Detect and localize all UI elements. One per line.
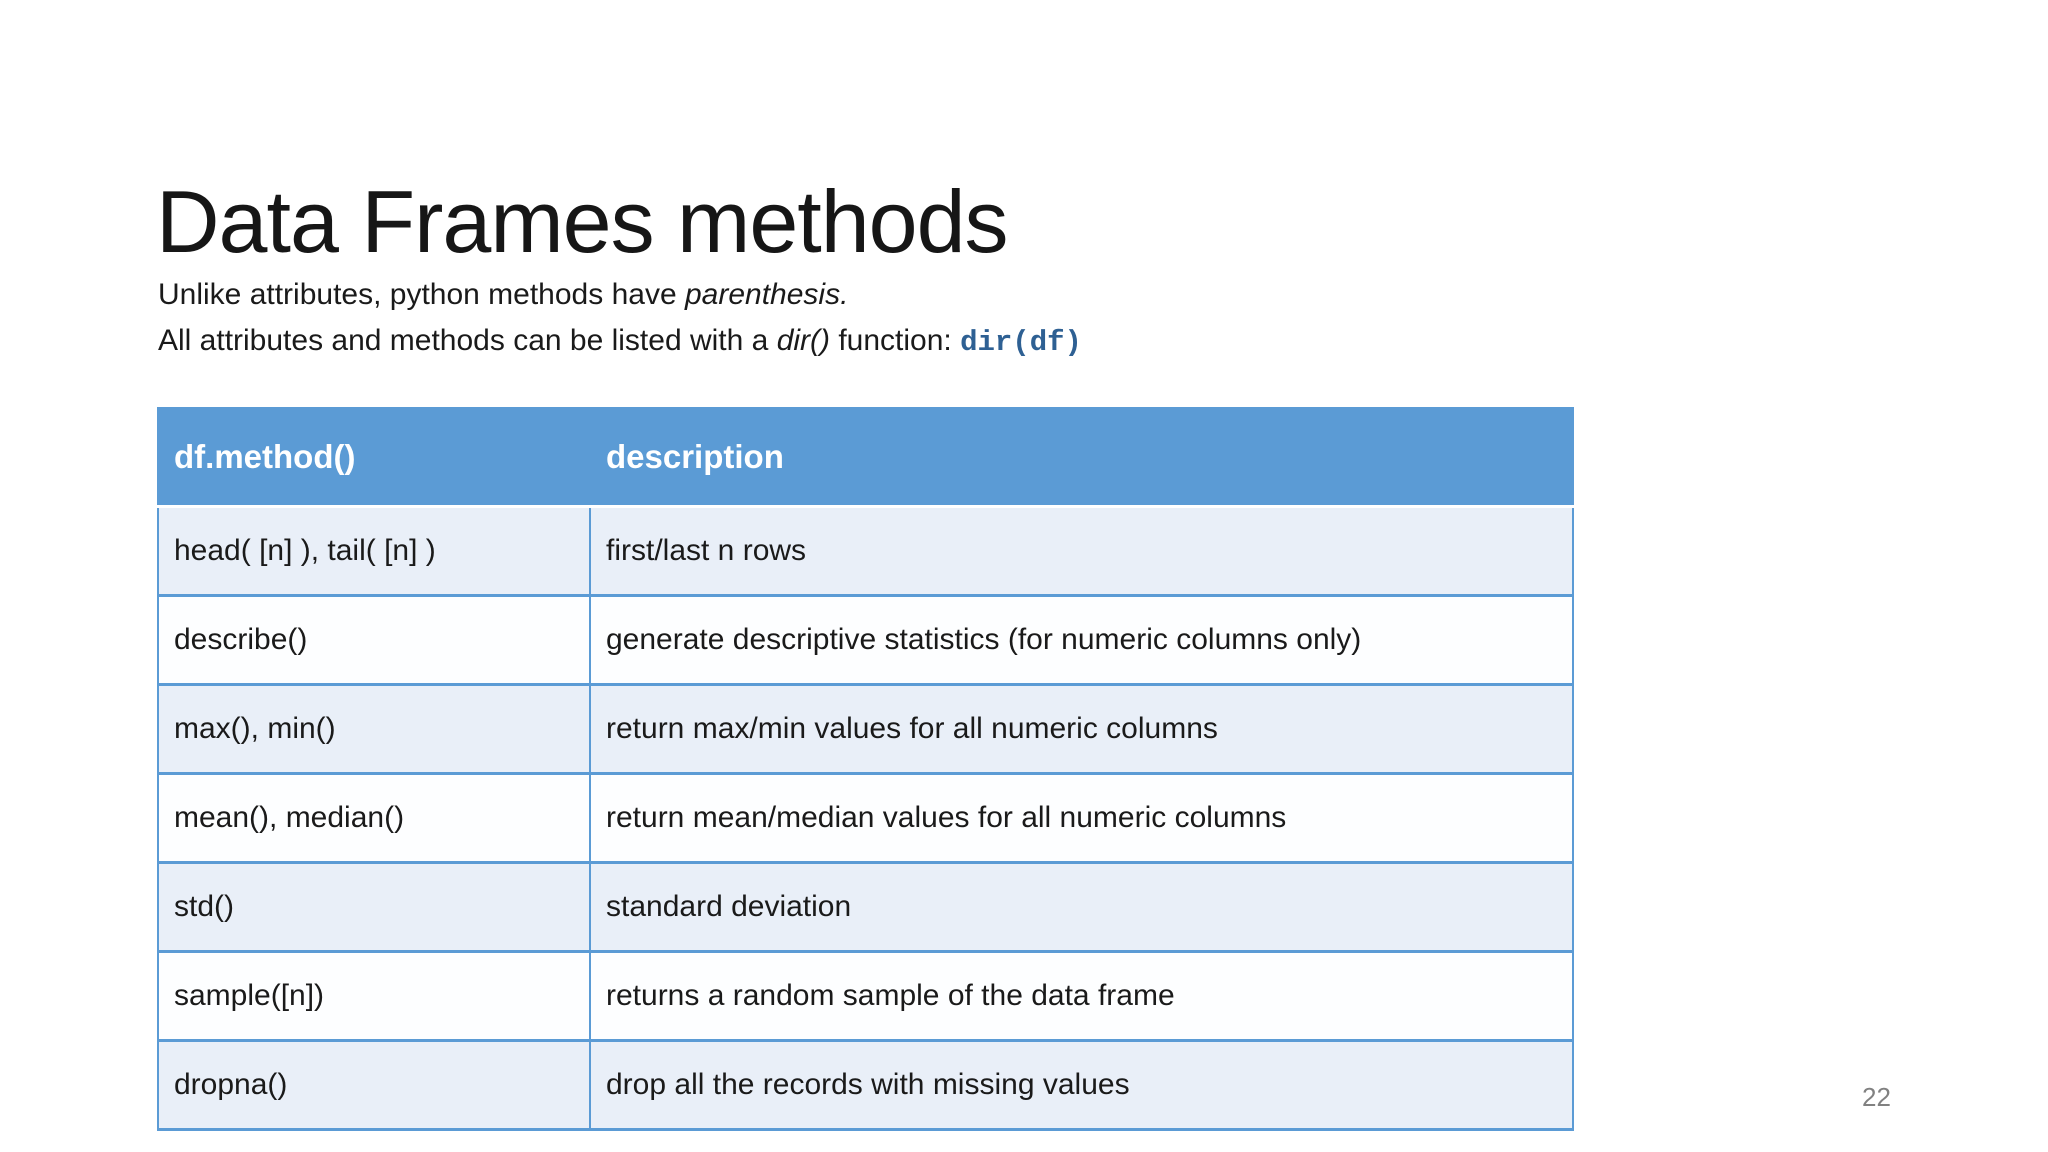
table-row: describe() generate descriptive statisti… — [157, 594, 1574, 686]
table-row: std() standard deviation — [157, 861, 1574, 953]
intro-line-1-text: Unlike attributes, python methods have — [158, 278, 685, 311]
method-cell: dropna() — [157, 1039, 591, 1131]
description-cell: drop all the records with missing values — [589, 1039, 1574, 1131]
table-row: max(), min() return max/min values for a… — [157, 683, 1574, 775]
description-cell: returns a random sample of the data fram… — [589, 950, 1574, 1042]
method-cell: describe() — [157, 594, 591, 686]
methods-table: df.method() description head( [n] ), tai… — [157, 407, 1574, 1131]
page-title: Data Frames methods — [156, 171, 1009, 271]
intro-line-2-italic: dir() — [776, 324, 831, 357]
method-cell: std() — [157, 861, 591, 953]
description-cell: standard deviation — [589, 861, 1574, 953]
description-cell: return max/min values for all numeric co… — [589, 683, 1574, 775]
table-row: sample([n]) returns a random sample of t… — [157, 950, 1574, 1042]
description-cell: first/last n rows — [589, 506, 1574, 597]
intro-line-2-code: dir(df) — [960, 326, 1082, 359]
intro-text: Unlike attributes, python methods have p… — [158, 272, 1082, 366]
methods-table-header: df.method() description — [157, 407, 1574, 508]
method-cell: head( [n] ), tail( [n] ) — [157, 506, 591, 597]
intro-line-2-text: All attributes and methods can be listed… — [158, 324, 777, 357]
header-cell-method: df.method() — [157, 407, 591, 508]
methods-table-body: head( [n] ), tail( [n] ) first/last n ro… — [157, 506, 1574, 1131]
table-row: dropna() drop all the records with missi… — [157, 1039, 1574, 1131]
method-cell: mean(), median() — [157, 772, 591, 864]
method-cell: sample([n]) — [157, 950, 591, 1042]
intro-line-2: All attributes and methods can be listed… — [158, 318, 1082, 366]
intro-line-2-middle: function: — [830, 324, 961, 357]
header-row: df.method() description — [157, 407, 1574, 508]
intro-line-1: Unlike attributes, python methods have p… — [158, 272, 1082, 318]
page-number: 22 — [1862, 1082, 1891, 1112]
description-cell: generate descriptive statistics (for num… — [589, 594, 1574, 686]
table-row: head( [n] ), tail( [n] ) first/last n ro… — [157, 506, 1574, 597]
table-row: mean(), median() return mean/median valu… — [157, 772, 1574, 864]
method-cell: max(), min() — [157, 683, 591, 775]
header-cell-description: description — [589, 407, 1574, 508]
description-cell: return mean/median values for all numeri… — [589, 772, 1574, 864]
intro-line-1-italic: parenthesis. — [684, 278, 849, 311]
